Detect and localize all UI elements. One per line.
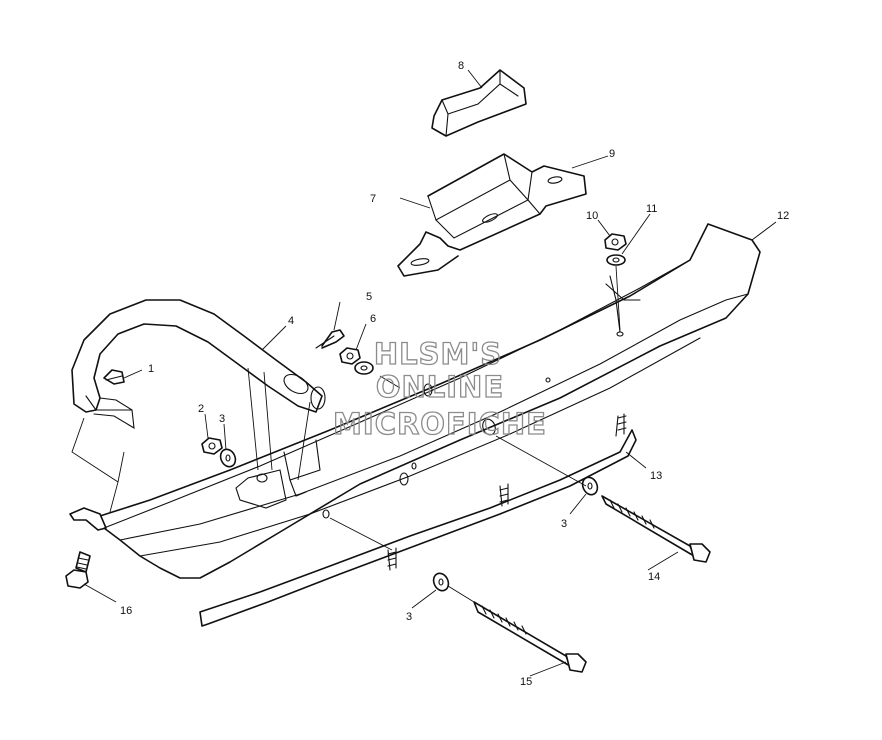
callout-3-bottom: 3 <box>406 611 412 623</box>
callout-2: 2 <box>198 403 204 415</box>
watermark: HLSM'S ONLINE MICROFICHE <box>332 336 547 441</box>
part-7-spacer-bracket <box>397 153 587 277</box>
callout-10: 10 <box>586 210 598 222</box>
part-3-washer-bottom <box>432 572 450 592</box>
callout-9: 9 <box>609 148 615 160</box>
callout-8: 8 <box>458 60 464 72</box>
part-8-saddle-block <box>431 69 527 137</box>
part-5-cotter-pin <box>315 329 345 349</box>
watermark-line-3: MICROFICHE <box>333 407 547 441</box>
watermark-line-2: ONLINE <box>376 370 504 404</box>
callout-12: 12 <box>777 210 789 222</box>
callout-7: 7 <box>370 193 376 205</box>
callout-16: 16 <box>120 605 132 617</box>
callout-3-right: 3 <box>561 518 567 530</box>
callout-6: 6 <box>370 313 376 325</box>
part-1-clip <box>103 369 125 385</box>
callout-1: 1 <box>148 363 154 375</box>
callout-labels: 1 2 3 4 5 6 7 8 9 10 11 12 13 3 14 3 15 … <box>120 60 789 688</box>
callout-14: 14 <box>648 571 660 583</box>
part-12-ski-body <box>69 223 761 579</box>
callout-4: 4 <box>288 315 294 327</box>
watermark-line-1: HLSM'S <box>374 337 502 371</box>
part-10-nut <box>604 233 627 251</box>
assembly-lines <box>71 265 621 603</box>
callout-13: 13 <box>650 470 662 482</box>
part-4-handle-loop <box>71 299 326 430</box>
part-16-stud <box>65 551 91 589</box>
part-2-nut <box>201 437 223 455</box>
callout-15: 15 <box>520 676 532 688</box>
part-15-bolt <box>473 601 587 673</box>
part-3-washer-left <box>219 448 237 468</box>
part-14-bolt <box>601 495 711 563</box>
callout-5: 5 <box>366 291 372 303</box>
callout-11: 11 <box>646 203 657 215</box>
part-3-washer-right <box>581 476 599 496</box>
part-13-wear-bar <box>199 413 637 627</box>
part-11-washer <box>606 254 626 266</box>
callout-3-left: 3 <box>219 413 225 425</box>
part-6-nut <box>339 347 374 375</box>
callout-leaders <box>83 69 777 677</box>
